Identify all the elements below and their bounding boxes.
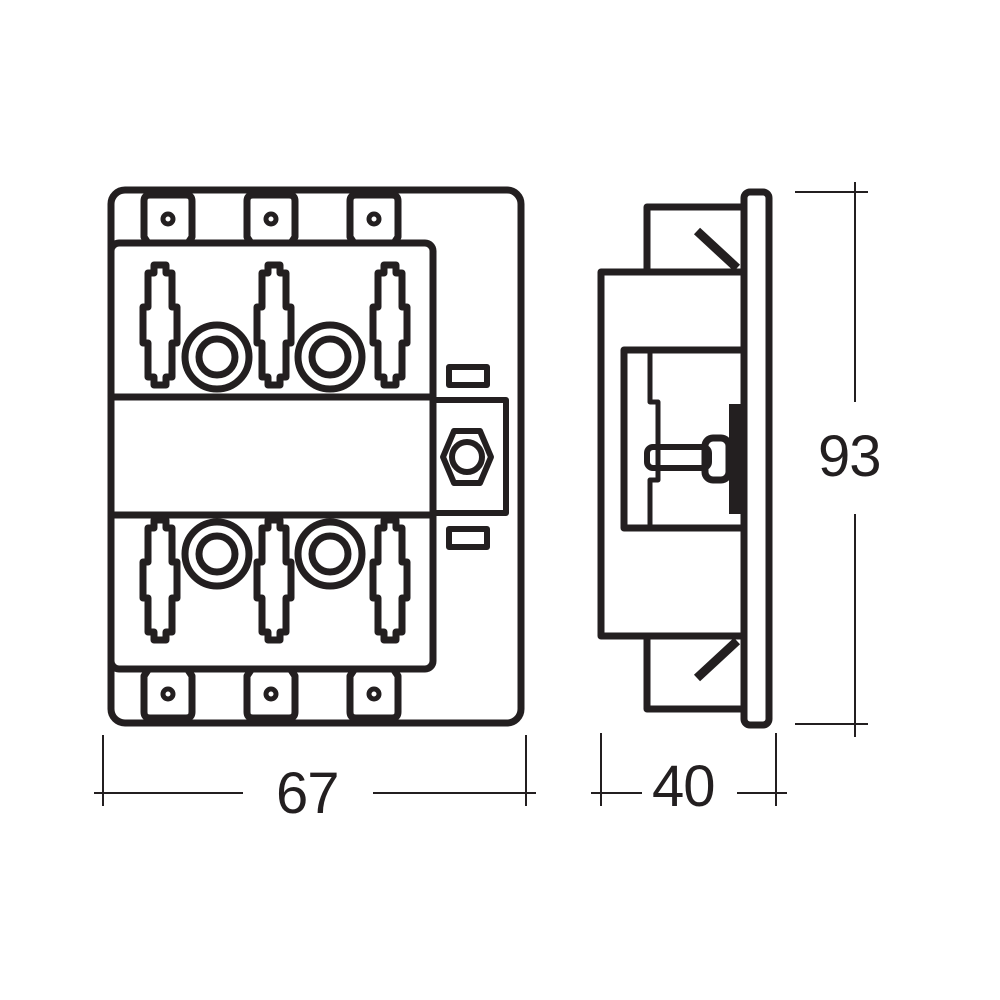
side-view bbox=[597, 188, 773, 729]
dimension-width bbox=[94, 735, 536, 806]
side-plate bbox=[729, 404, 741, 514]
front-view bbox=[107, 186, 525, 727]
lower-mounting-rings bbox=[185, 522, 362, 586]
dimension-depth bbox=[591, 733, 787, 806]
upper-mounting-rings bbox=[185, 325, 362, 389]
bottom-clip-latch bbox=[693, 637, 741, 682]
top-clip-latch bbox=[693, 227, 741, 272]
bottom-terminal-tabs bbox=[144, 670, 398, 718]
dimension-height bbox=[795, 182, 868, 737]
stud-block bbox=[430, 397, 509, 516]
lower-fuse-slots bbox=[143, 520, 407, 640]
busbar-band bbox=[107, 393, 437, 519]
upper-fuse-slots bbox=[143, 265, 407, 385]
side-stud bbox=[644, 444, 712, 471]
upper-slot bbox=[446, 364, 490, 388]
flange-plate bbox=[740, 188, 773, 729]
cover-panel bbox=[107, 239, 437, 673]
lower-slot bbox=[446, 526, 490, 550]
width-dimension-label: 67 bbox=[276, 761, 340, 826]
depth-dimension-label: 40 bbox=[652, 754, 716, 819]
hex-nut-icon bbox=[440, 428, 494, 486]
side-body bbox=[597, 268, 748, 640]
top-terminal-tabs bbox=[144, 195, 398, 243]
height-dimension-label: 93 bbox=[818, 424, 882, 489]
